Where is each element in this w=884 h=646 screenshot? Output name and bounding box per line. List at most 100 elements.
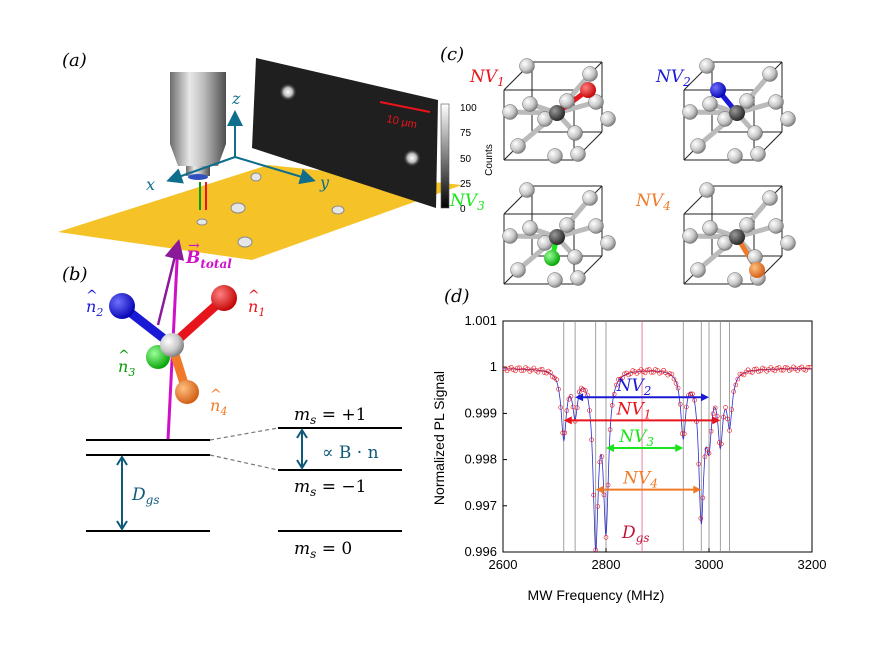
data-point [609,403,615,408]
transition-label: NV2 [616,376,652,398]
data-point [671,376,677,382]
n1-label: n1 [248,297,265,319]
data-point [564,408,570,413]
data-point [589,437,594,443]
data-point [747,369,753,375]
data-point [712,405,718,411]
level-arrows [116,428,308,531]
b-total-arrow [156,239,185,326]
carbon-atom [682,228,698,244]
carbon-atom [588,218,604,234]
carbon-atom [582,190,598,206]
data-point [727,428,732,433]
x-tick-label: 3000 [695,557,724,572]
data-point [605,482,611,488]
data-point [723,405,728,410]
nv-cube [502,58,616,164]
nv1-label: NV1 [469,67,505,89]
data-point [733,382,739,388]
nv3-label: NV3 [449,191,485,213]
data-point [683,404,689,410]
b-total-label: Btotal [185,248,232,271]
data-point [801,367,807,372]
data-point [714,413,720,419]
data-point [675,385,681,391]
data-point [653,367,658,372]
carbon-atom [747,125,763,141]
carbon-atom [762,190,778,206]
data-point [731,389,737,394]
data-point [725,416,730,422]
n2-atom [109,293,135,319]
level-zero-label: ms = 0 [294,539,352,561]
axis-x-label: x [146,175,155,194]
data-point [574,405,580,411]
carbon-atom [739,93,755,109]
carbon-atom [522,220,538,236]
data-point [688,391,693,397]
data-point [644,367,650,373]
carbon-atom [522,96,538,112]
hat-glyph: ^ [248,288,260,304]
level-minus-label: ms = −1 [294,477,366,499]
carbon-atom [510,138,526,154]
carbon-atom [682,104,698,120]
colorbar-label: Counts [484,144,495,176]
panel-c-label: (c) [440,44,464,65]
data-point [692,397,697,403]
carbon-atom [559,93,575,109]
nitrogen-atom [549,229,565,245]
carbon-atom [570,270,586,286]
carbon-atom [702,220,718,236]
carbon-atom [600,235,616,251]
data-point [576,389,582,395]
vacancy-atom [749,262,765,278]
data-point [562,430,568,436]
carbon-atom [690,262,706,278]
data-point [677,401,683,407]
carbon-atom [762,66,778,82]
carbon-atom [510,262,526,278]
n2-label: n2 [86,297,103,319]
data-point [667,371,673,377]
sample-surface [58,165,462,260]
vacancy-atom [710,82,726,98]
plot-frame [502,320,813,553]
x-tick-label: 2800 [592,557,621,572]
data-point [622,371,627,377]
carbon-atom [582,66,598,82]
chart-xlabel: MW Frequency (MHz) [528,587,665,603]
data-point [648,369,654,375]
data-point [519,368,524,374]
colorbar-ticks: 100 75 50 25 0 [460,103,477,215]
carbon-atom [588,94,604,110]
data-point [719,441,724,447]
data-point [700,495,706,501]
data-point [673,381,679,386]
hat-glyph: ^ [86,288,98,304]
colorbar-tick: 75 [460,128,472,139]
colorbar-tick: 25 [460,179,472,190]
y-tick-label: 0.996 [464,544,497,559]
y-tick-label: 0.997 [464,498,497,513]
data-point [599,454,605,459]
carbon-atom [690,138,706,154]
data-point [597,459,603,465]
carbon-atom [570,146,586,162]
data-point [735,376,741,382]
carbon-atom [727,148,743,164]
transition-label: NV4 [622,469,658,491]
data-point [774,365,780,371]
data-point [580,387,586,393]
colorbar-tick: 0 [460,204,466,215]
data-point [805,365,811,370]
carbon-atom [519,58,535,74]
data-point [690,391,695,397]
data-point [628,371,634,376]
n1-atom [211,285,237,311]
hat-glyph: ^ [118,348,130,364]
data-point [756,369,761,374]
carbon-atom [547,272,563,288]
